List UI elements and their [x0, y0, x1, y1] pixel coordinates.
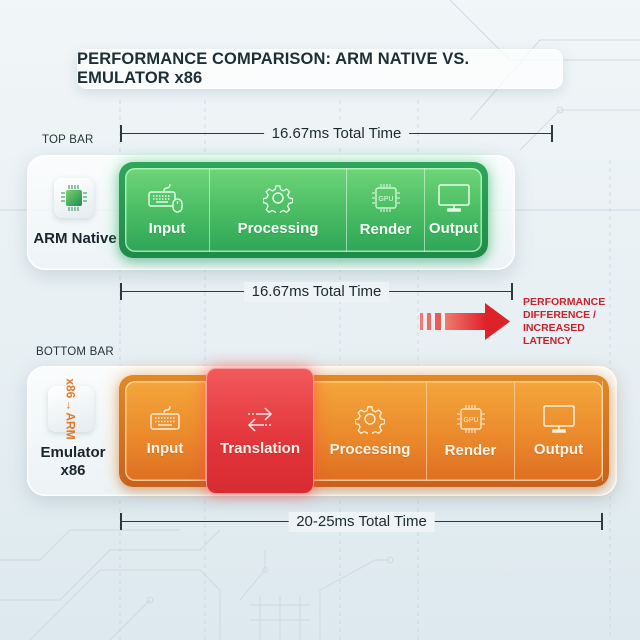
- gear-icon: [263, 185, 293, 213]
- gpu-icon: GPU: [456, 405, 485, 433]
- stage-label: Render: [359, 221, 412, 238]
- stage-output: Output: [425, 168, 482, 252]
- title-banner: PERFORMANCE COMPARISON: ARM NATIVE VS. E…: [77, 49, 563, 89]
- svg-text:GPU: GPU: [378, 196, 393, 203]
- emulator-pipeline-bar: Input Translation Processing: [119, 368, 609, 494]
- swap-arrows-icon: [247, 407, 273, 432]
- monitor-icon: [542, 405, 575, 433]
- x86-to-arm-icon: x86 → ARM: [48, 378, 94, 440]
- keyboard-mouse-icon: [148, 183, 183, 213]
- gpu-icon: GPU: [371, 184, 400, 212]
- stage-processing: Processing: [210, 168, 347, 252]
- stage-label: Processing: [237, 220, 319, 237]
- stage-input: Input: [125, 381, 206, 481]
- stage-render: GPU Render: [347, 168, 425, 252]
- stage-label: Input: [148, 220, 186, 237]
- emulator-x86-label: Emulator x86: [40, 444, 106, 479]
- gear-icon: [355, 406, 385, 434]
- arm-native-pipeline-bar: Input Processing GPU Render: [119, 162, 488, 258]
- stage-label: Input: [146, 440, 184, 457]
- top-dimension-line: 16.67ms Total Time: [120, 124, 553, 144]
- svg-text:GPU: GPU: [463, 417, 478, 424]
- stage-processing: Processing: [314, 381, 427, 481]
- top-total-time: 16.67ms Total Time: [263, 124, 410, 144]
- stage-render: GPU Render: [427, 381, 515, 481]
- monitor-icon: [437, 184, 470, 212]
- top-total-time-repeat: 16.67ms Total Time: [243, 282, 390, 302]
- keyboard-icon: [150, 405, 180, 430]
- stage-translation: Translation: [206, 368, 314, 494]
- bottom-bar-label: BOTTOM BAR: [36, 346, 114, 358]
- stage-label: Translation: [219, 440, 301, 457]
- stage-label: Render: [444, 442, 497, 459]
- stage-label: Processing: [329, 441, 411, 458]
- latency-arrow-icon: [420, 303, 510, 340]
- bottom-dimension-line: 20-25ms Total Time: [120, 512, 603, 532]
- stage-label: Output: [428, 220, 479, 237]
- performance-difference-note: PERFORMANCE DIFFERENCE / INCREASED LATEN…: [523, 296, 606, 347]
- arm-native-label: ARM Native: [33, 230, 117, 247]
- stage-input: Input: [125, 168, 210, 252]
- page-title: PERFORMANCE COMPARISON: ARM NATIVE VS. E…: [77, 50, 470, 87]
- stage-label: Output: [533, 441, 584, 458]
- top-dimension-line-bottom: 16.67ms Total Time: [120, 282, 513, 302]
- stage-output: Output: [515, 381, 603, 481]
- cpu-chip-icon: [54, 178, 94, 218]
- top-bar-label: TOP BAR: [42, 134, 94, 146]
- bottom-total-time: 20-25ms Total Time: [288, 512, 435, 532]
